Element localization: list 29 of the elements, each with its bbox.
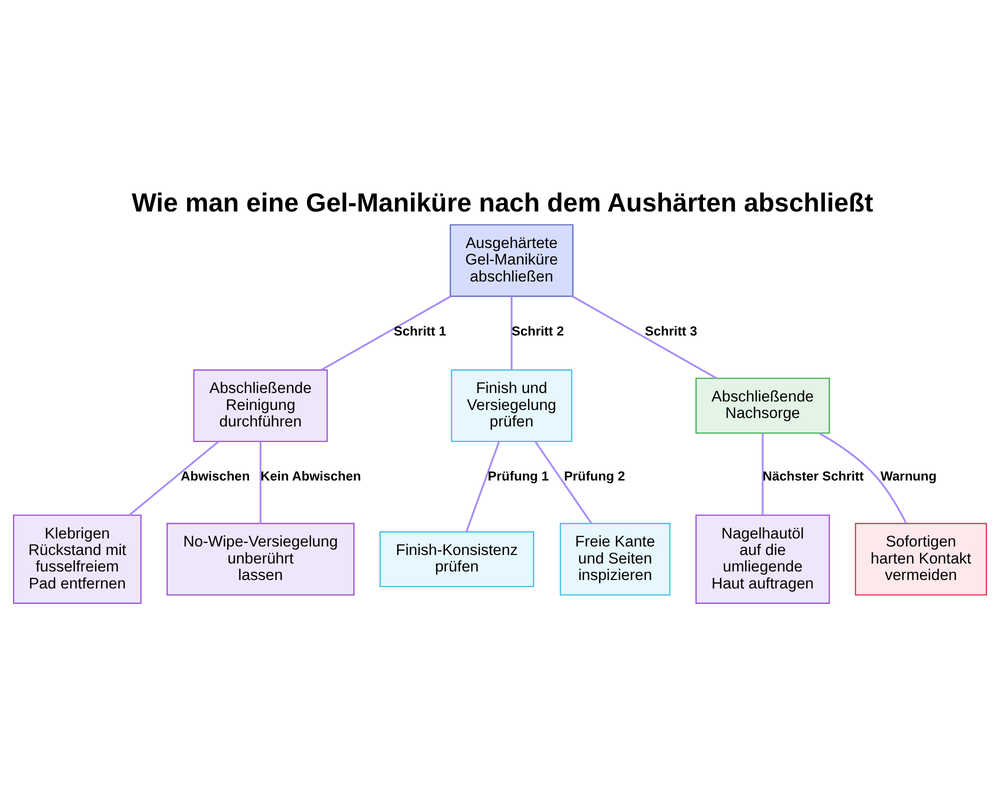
connector <box>466 441 500 532</box>
connector <box>510 296 512 370</box>
node-box: Nagelhautöl auf die umliegende Haut auftragen <box>695 514 830 604</box>
connector <box>534 441 592 524</box>
node-box: Klebrigen Rückstand mit fusselfreiem Pad entfernen <box>13 514 142 604</box>
connector <box>572 296 718 380</box>
node-box: Abschließende Reinigung durchführen <box>193 369 328 442</box>
connector <box>128 440 220 516</box>
edge-label: Schritt 3 <box>644 323 698 338</box>
edge-label: Prüfung 2 <box>564 468 625 484</box>
node-box: Sofortigen harten Kontakt vermeiden <box>854 522 987 596</box>
edge-label: Abwischen <box>180 468 250 484</box>
connector <box>321 296 452 371</box>
node-box: Freie Kante und Seiten inspizieren <box>560 522 670 596</box>
connector <box>260 442 262 524</box>
edge-label: Warnung <box>880 468 937 484</box>
connector <box>762 433 764 515</box>
node-box: Abschließende Nachsorge <box>695 378 830 434</box>
edge-label: Prüfung 1 <box>488 468 549 484</box>
edge-label: Schritt 2 <box>512 323 564 338</box>
node-box: Finish und Versiegelung prüfen <box>450 369 572 442</box>
node-box: Finish-Konsistenz prüfen <box>380 531 534 588</box>
edge-label: Nächster Schritt <box>762 468 864 484</box>
edge-label: Schritt 1 <box>394 323 446 338</box>
connector <box>818 432 907 524</box>
node-box: Ausgehärtete Gel-Maniküre abschließen <box>450 224 574 297</box>
node-box: No-Wipe-Versiegelung unberührt lassen <box>166 522 355 596</box>
edge-label: Kein Abwischen <box>260 468 362 484</box>
diagram-title: Wie man eine Gel-Maniküre nach dem Aushärten abschließt <box>132 187 874 218</box>
